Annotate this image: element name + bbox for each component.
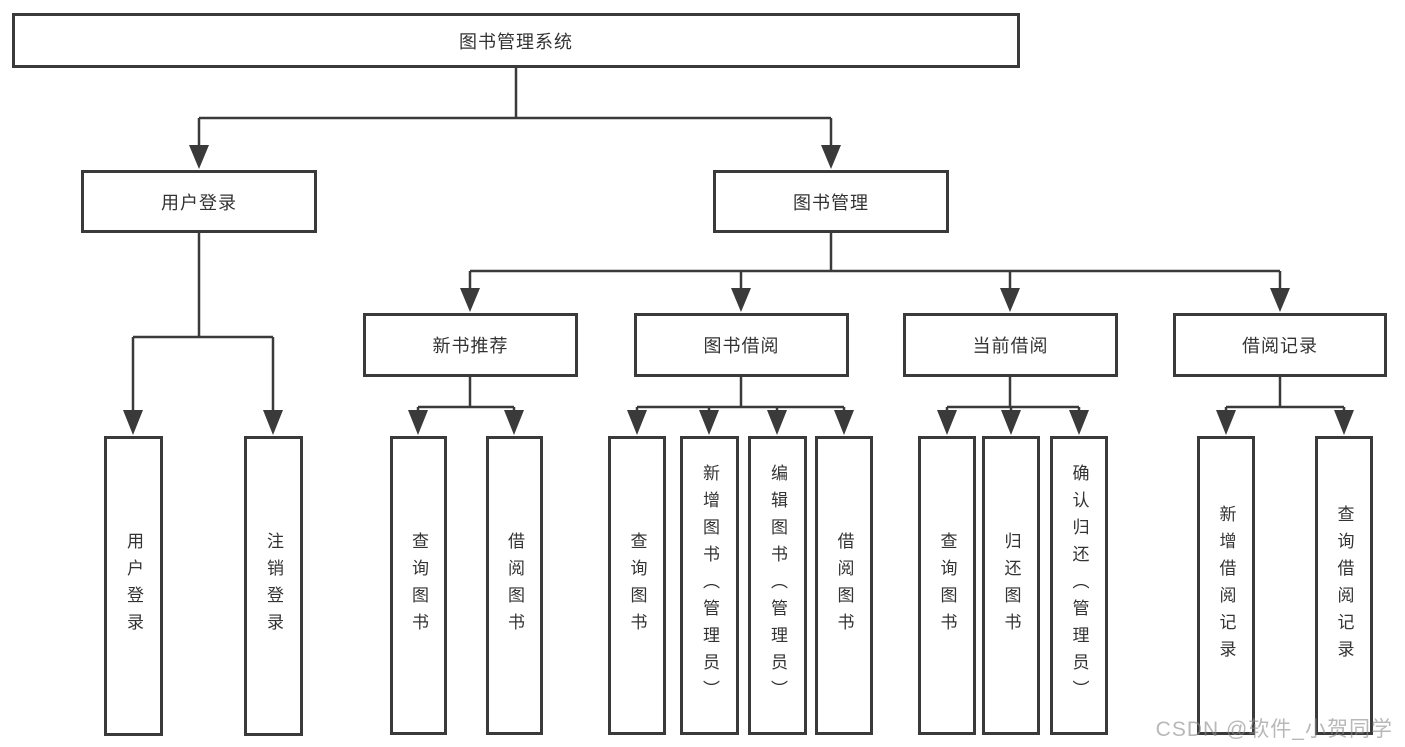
node-root-label: 图书管理系统 [459, 31, 573, 52]
leaf-newbook-borrow-book: 借阅图书 [486, 436, 543, 735]
node-root: 图书管理系统 [12, 13, 1020, 68]
leaf-records-query-record-label: 查询借阅记录 [1334, 504, 1354, 667]
leaf-current-confirm-return: 确认归还（管理员） [1050, 436, 1108, 735]
node-new-book-recommend-label: 新书推荐 [432, 336, 509, 356]
node-book-management-label: 图书管理 [793, 192, 869, 213]
leaf-borrow-query-book: 查询图书 [608, 436, 666, 735]
node-current-borrow: 当前借阅 [903, 313, 1118, 377]
node-borrow-records: 借阅记录 [1173, 313, 1387, 377]
leaf-newbook-query-book: 查询图书 [390, 436, 447, 735]
leaf-borrow-edit-book: 编辑图书（管理员） [748, 436, 807, 735]
leaf-records-add-record: 新增借阅记录 [1197, 436, 1255, 735]
leaf-borrow-borrow-book: 借阅图书 [815, 436, 873, 735]
node-book-borrow: 图书借阅 [634, 313, 849, 377]
node-book-borrow-label: 图书借阅 [703, 336, 780, 356]
node-book-management: 图书管理 [713, 170, 949, 233]
leaf-logout-label: 注销登录 [264, 532, 283, 640]
leaf-newbook-query-book-label: 查询图书 [409, 531, 428, 640]
node-user-login: 用户登录 [81, 170, 317, 233]
leaf-user-login-label: 用户登录 [124, 532, 143, 640]
node-current-borrow-label: 当前借阅 [972, 336, 1049, 356]
node-new-book-recommend: 新书推荐 [363, 313, 578, 377]
leaf-records-add-record-label: 新增借阅记录 [1216, 504, 1236, 667]
leaf-borrow-query-book-label: 查询图书 [627, 531, 647, 640]
leaf-borrow-edit-book-label: 编辑图书（管理员） [768, 464, 787, 707]
leaf-current-return-book-label: 归还图书 [1001, 531, 1021, 640]
leaf-current-query-book: 查询图书 [918, 436, 976, 735]
node-borrow-records-label: 借阅记录 [1242, 336, 1318, 356]
leaf-borrow-add-book: 新增图书（管理员） [680, 436, 739, 735]
leaf-user-login: 用户登录 [104, 436, 163, 736]
leaf-current-confirm-return-label: 确认归还（管理员） [1069, 464, 1089, 707]
leaf-records-query-record: 查询借阅记录 [1315, 436, 1373, 735]
leaf-borrow-borrow-book-label: 借阅图书 [834, 531, 854, 640]
leaf-borrow-add-book-label: 新增图书（管理员） [700, 464, 719, 707]
watermark-text: CSDN @软件_小贺同学 [1155, 718, 1393, 741]
leaf-logout: 注销登录 [244, 436, 303, 736]
arrowhead-icons [123, 145, 1354, 435]
leaf-newbook-borrow-book-label: 借阅图书 [505, 531, 524, 640]
leaf-current-return-book: 归还图书 [982, 436, 1040, 735]
node-user-login-label: 用户登录 [161, 192, 237, 213]
leaf-current-query-book-label: 查询图书 [937, 531, 957, 640]
